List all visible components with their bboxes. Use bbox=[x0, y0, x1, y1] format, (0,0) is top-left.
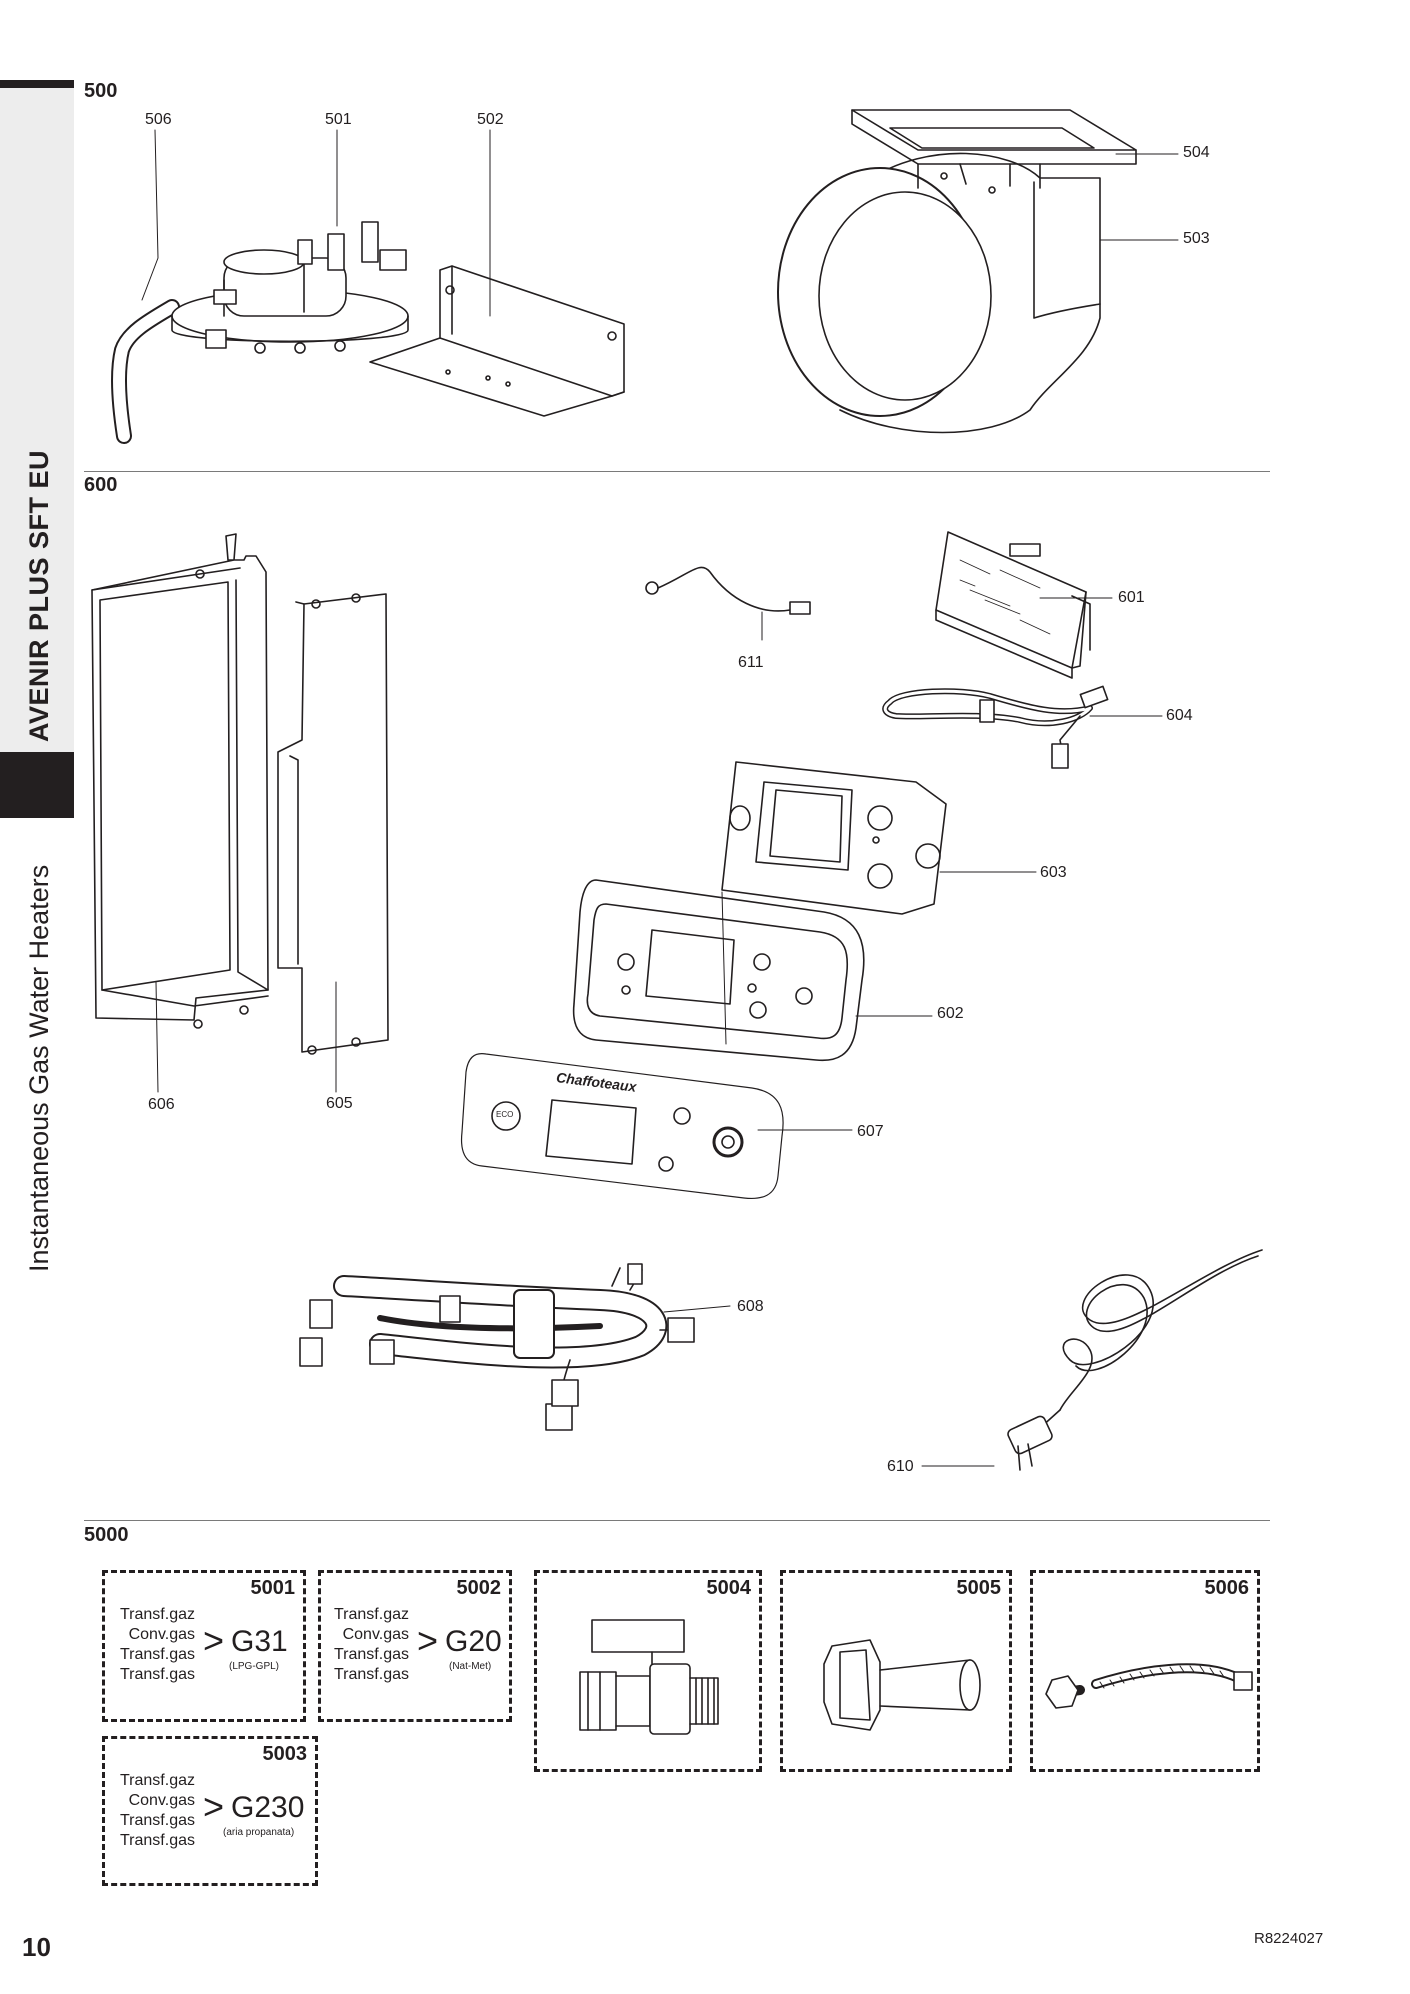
callout-506: 506 bbox=[145, 111, 172, 128]
kit-5006-box: 5006 bbox=[1030, 1570, 1260, 1772]
callout-601: 601 bbox=[1118, 589, 1145, 606]
callout-501: 501 bbox=[325, 111, 352, 128]
kit-5003-line: Conv.gas bbox=[128, 1792, 195, 1809]
kit-5005-code: 5005 bbox=[956, 1577, 1002, 1599]
callout-605: 605 bbox=[326, 1095, 353, 1112]
part-5004-ball-valve bbox=[579, 1619, 719, 1735]
callout-503: 503 bbox=[1183, 230, 1210, 247]
part-611-wire bbox=[645, 566, 811, 641]
page-number: 10 bbox=[22, 1932, 51, 1962]
callout-606: 606 bbox=[148, 1096, 175, 1113]
callout-608: 608 bbox=[737, 1298, 764, 1315]
kit-5002-arrow: > bbox=[417, 1620, 439, 1661]
kit-5001-arrow: > bbox=[203, 1620, 225, 1661]
part-610-power-cable bbox=[921, 1249, 1263, 1471]
kit-5001-box: 5001 Transf.gaz Conv.gas Transf.gas Tran… bbox=[102, 1570, 306, 1722]
part-605-plate bbox=[277, 593, 389, 1055]
part-606-frame bbox=[91, 533, 269, 1029]
section-rule-5000 bbox=[84, 1520, 1270, 1521]
sidebar-title-band bbox=[0, 88, 74, 752]
kit-5001-line: Transf.gas bbox=[120, 1666, 195, 1683]
kit-5003-gas-sub: (aria propanata) bbox=[223, 1827, 295, 1838]
panel-eco-label: ECO bbox=[496, 1110, 514, 1119]
kit-5003-box: 5003 Transf.gaz Conv.gas Transf.gas Tran… bbox=[102, 1736, 318, 1886]
part-601-pcb bbox=[935, 531, 1113, 679]
kit-5002-code: 5002 bbox=[456, 1577, 502, 1599]
kit-5002-line: Transf.gas bbox=[334, 1646, 409, 1663]
part-603-panel-board bbox=[721, 761, 1037, 915]
section-5000-title: 5000 bbox=[84, 1524, 129, 1546]
part-608-harness bbox=[299, 1263, 731, 1431]
kit-5002-gas: G20 bbox=[445, 1625, 502, 1658]
part-602-front-frame bbox=[572, 879, 933, 1062]
section-600-title: 600 bbox=[84, 474, 118, 496]
section-500-title: 500 bbox=[84, 80, 118, 102]
callout-502: 502 bbox=[477, 111, 504, 128]
callout-504: 504 bbox=[1183, 144, 1210, 161]
part-502-bracket bbox=[369, 265, 625, 417]
kit-5001-code: 5001 bbox=[250, 1577, 296, 1599]
part-5006-flex-hose bbox=[1045, 1663, 1253, 1709]
part-607-overlay bbox=[460, 1053, 853, 1200]
sidebar-dark-block bbox=[0, 752, 74, 818]
part-501-pressure-switch bbox=[171, 221, 409, 354]
kit-5003-line: Transf.gas bbox=[120, 1832, 195, 1849]
part-5005-union bbox=[823, 1639, 981, 1731]
kit-5003-lines: Transf.gaz Conv.gas Transf.gas Transf.ga… bbox=[115, 1771, 195, 1851]
part-503-fan bbox=[777, 152, 1101, 434]
kit-5002-box: 5002 Transf.gaz Conv.gas Transf.gas Tran… bbox=[318, 1570, 512, 1722]
sidebar-top-bar bbox=[0, 80, 74, 88]
kit-5001-gas: G31 bbox=[231, 1625, 288, 1658]
kit-5001-gas-sub: (LPG-GPL) bbox=[229, 1661, 280, 1672]
part-604-harness bbox=[882, 685, 1163, 769]
kit-5003-line: Transf.gas bbox=[120, 1812, 195, 1829]
callout-602: 602 bbox=[937, 1005, 964, 1022]
kit-5003-arrow: > bbox=[203, 1786, 225, 1827]
callout-603: 603 bbox=[1040, 864, 1067, 881]
kit-5001-line: Transf.gas bbox=[120, 1646, 195, 1663]
kit-5004-box: 5004 bbox=[534, 1570, 762, 1772]
kit-5002-line: Transf.gaz bbox=[334, 1606, 409, 1623]
callout-611: 611 bbox=[738, 654, 764, 671]
kit-5001-line: Conv.gas bbox=[128, 1626, 195, 1643]
kit-5002-gas-sub: (Nat-Met) bbox=[449, 1661, 492, 1672]
callout-604: 604 bbox=[1166, 707, 1193, 724]
kit-5001-lines: Transf.gaz Conv.gas Transf.gas Transf.ga… bbox=[115, 1605, 195, 1685]
kit-5001-line: Transf.gaz bbox=[120, 1606, 195, 1623]
kit-5002-line: Conv.gas bbox=[342, 1626, 409, 1643]
kit-5005-box: 5005 bbox=[780, 1570, 1012, 1772]
document-reference: R8224027 bbox=[1254, 1930, 1324, 1947]
kit-5002-lines: Transf.gaz Conv.gas Transf.gas Transf.ga… bbox=[329, 1605, 409, 1685]
callout-607: 607 bbox=[857, 1123, 884, 1140]
kit-5002-line: Transf.gas bbox=[334, 1666, 409, 1683]
part-504-flange bbox=[851, 109, 1137, 194]
section-rule-600 bbox=[84, 471, 1270, 472]
kit-5006-code: 5006 bbox=[1204, 1577, 1250, 1599]
part-506-tube bbox=[110, 299, 180, 444]
kit-5003-gas: G230 bbox=[231, 1791, 305, 1824]
callout-610: 610 bbox=[887, 1458, 914, 1475]
kit-5003-code: 5003 bbox=[262, 1743, 308, 1765]
kit-5003-line: Transf.gaz bbox=[120, 1772, 195, 1789]
kit-5004-code: 5004 bbox=[706, 1577, 752, 1599]
